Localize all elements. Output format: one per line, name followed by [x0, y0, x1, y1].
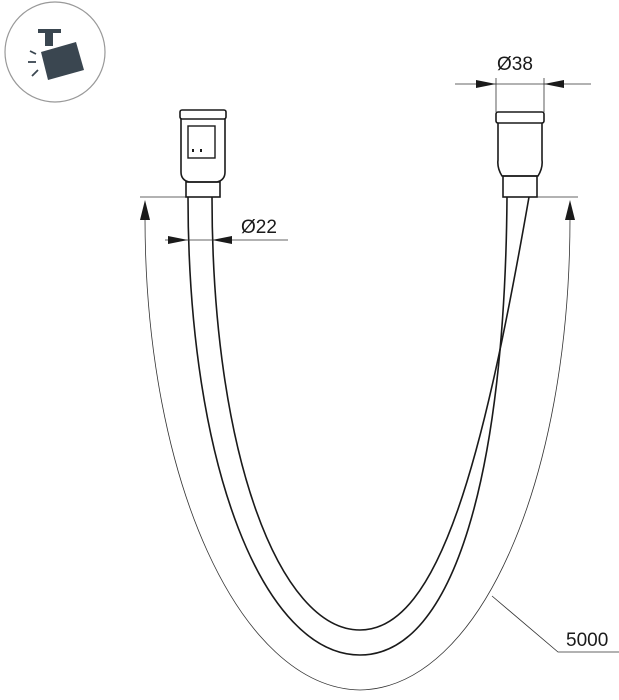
connector-diameter-label: Ø38 — [497, 54, 533, 75]
right-connector — [495, 111, 545, 198]
connector-diameter-dimension: Ø38 — [455, 54, 591, 112]
track-spotlight-icon — [4, 1, 106, 103]
length-label: 5000 — [566, 630, 608, 651]
cable-diameter-label: Ø22 — [241, 217, 277, 238]
cable — [187, 196, 530, 656]
left-connector — [179, 109, 227, 198]
cable-diameter-dimension: Ø22 — [165, 217, 288, 244]
length-dimension-arc — [140, 196, 619, 691]
